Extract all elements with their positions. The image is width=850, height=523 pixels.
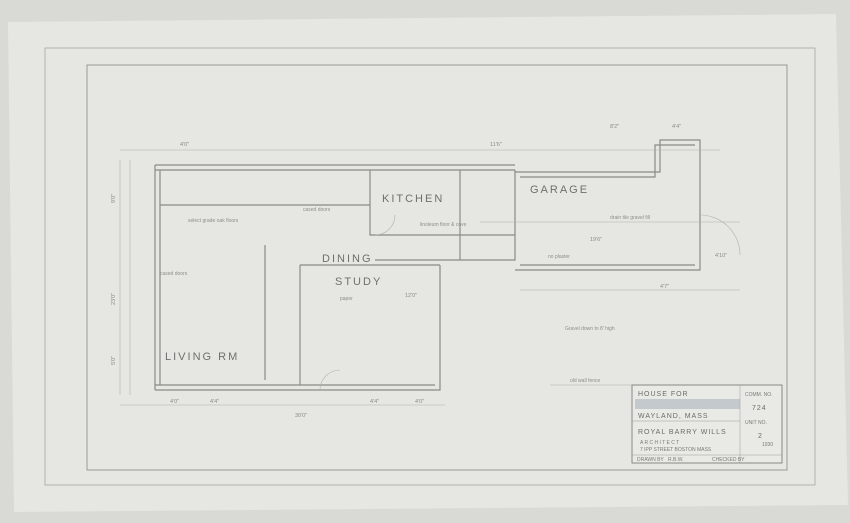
title-architect: ROYAL BARRY WILLS — [638, 429, 727, 436]
title-block: HOUSE FOR WAYLAND, MASS ROYAL BARRY WILL… — [631, 384, 783, 464]
unit-label: UNIT NO. — [745, 420, 767, 426]
note-gravel: Gravel down to 8' high — [565, 326, 615, 332]
drawn-by-label: DRAWN BY — [637, 457, 664, 463]
dim-bottom-4: 4'0" — [415, 399, 424, 405]
note-garage-fill: drain tile gravel fill — [610, 215, 650, 221]
title-architect-sub: A R C H I T E C T — [640, 440, 679, 446]
dim-top-left: 4'0" — [180, 142, 189, 148]
note-cased-doors: cased doors — [303, 207, 331, 213]
title-address: 7 IPP STREET BOSTON MASS — [640, 447, 712, 453]
note-cased-doors-2: cased doors — [160, 271, 188, 277]
note-paper: paper — [340, 296, 353, 302]
dim-bottom-total: 30'0" — [295, 413, 307, 419]
room-label-dining: DINING — [322, 253, 373, 265]
title-date: 1930 — [762, 442, 773, 448]
dim-garage-right: 4'10" — [715, 253, 727, 259]
walls — [154, 139, 701, 391]
inner-border — [86, 64, 788, 471]
dim-top-mid: 11'6" — [490, 142, 502, 148]
outer-border — [44, 47, 816, 486]
room-label-garage: GARAGE — [530, 184, 589, 196]
dim-bottom-3: 4'4" — [370, 399, 379, 405]
dim-study-width: 12'0" — [405, 293, 417, 299]
note-linoleum: linoleum floor & cove — [420, 222, 467, 228]
dim-bottom-1: 4'0" — [170, 399, 179, 405]
room-label-study: STUDY — [335, 276, 382, 288]
unit-number: 2 — [758, 433, 763, 440]
title-location: WAYLAND, MASS — [638, 413, 709, 420]
dim-left-1: 9'0" — [111, 194, 117, 203]
dim-top-right-2: 4'4" — [672, 124, 681, 130]
note-no-plaster: no plaster — [548, 254, 570, 260]
dim-left-2: 23'0" — [111, 293, 117, 305]
dim-bottom-2: 4'4" — [210, 399, 219, 405]
dim-garage-depth: 4'7" — [660, 284, 669, 290]
checked-by-label: CHECKED BY — [712, 457, 745, 463]
dim-garage-width: 19'6" — [590, 237, 602, 243]
title-project: HOUSE FOR — [638, 391, 689, 398]
comm-number: 724 — [752, 405, 767, 412]
dim-top-right-1: 8'2" — [610, 124, 619, 130]
comm-label: COMM. NO. — [745, 392, 773, 398]
dim-left-3: 5'0" — [111, 356, 117, 365]
room-label-kitchen: KITCHEN — [382, 193, 444, 205]
note-oak-floors: select grade oak floors — [188, 218, 239, 224]
note-fence: old wall fence — [570, 378, 601, 384]
drawn-by-value: R.B.W. — [668, 457, 684, 463]
room-label-living: LIVING RM — [165, 351, 239, 363]
dimension-lines — [119, 149, 741, 406]
